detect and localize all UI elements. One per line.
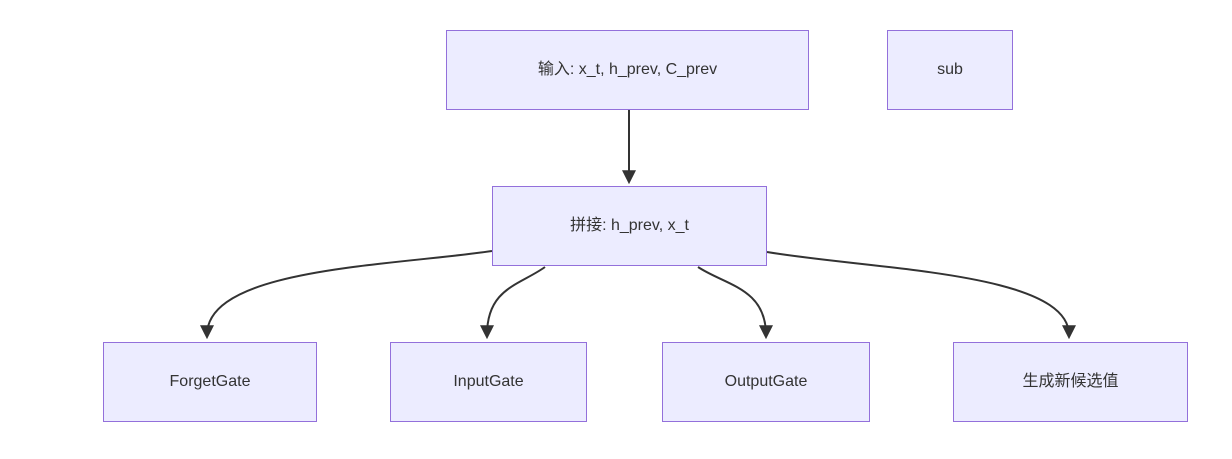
- node-forget-gate: ForgetGate: [103, 342, 317, 422]
- edge-concat-to-forget-gate: [200, 250, 493, 340]
- node-sub-label: sub: [937, 60, 963, 78]
- node-output-gate: OutputGate: [662, 342, 870, 422]
- edge-concat-to-candidate: [766, 251, 1076, 340]
- node-input-gate-label: InputGate: [453, 372, 524, 390]
- node-output-gate-label: OutputGate: [724, 372, 808, 390]
- node-input-label: 输入: x_t, h_prev, C_prev: [537, 60, 718, 78]
- node-concat-label: 拼接: h_prev, x_t: [570, 216, 689, 234]
- node-input: 输入: x_t, h_prev, C_prev: [446, 30, 809, 110]
- edge-concat-to-output-gate: [697, 266, 773, 340]
- node-concat: 拼接: h_prev, x_t: [492, 186, 767, 266]
- node-forget-gate-label: ForgetGate: [169, 372, 251, 390]
- node-candidate-label: 生成新候选值: [1022, 372, 1119, 390]
- node-candidate: 生成新候选值: [953, 342, 1188, 422]
- node-input-gate: InputGate: [390, 342, 587, 422]
- node-sub: sub: [887, 30, 1013, 110]
- edge-concat-to-input-gate: [480, 266, 546, 340]
